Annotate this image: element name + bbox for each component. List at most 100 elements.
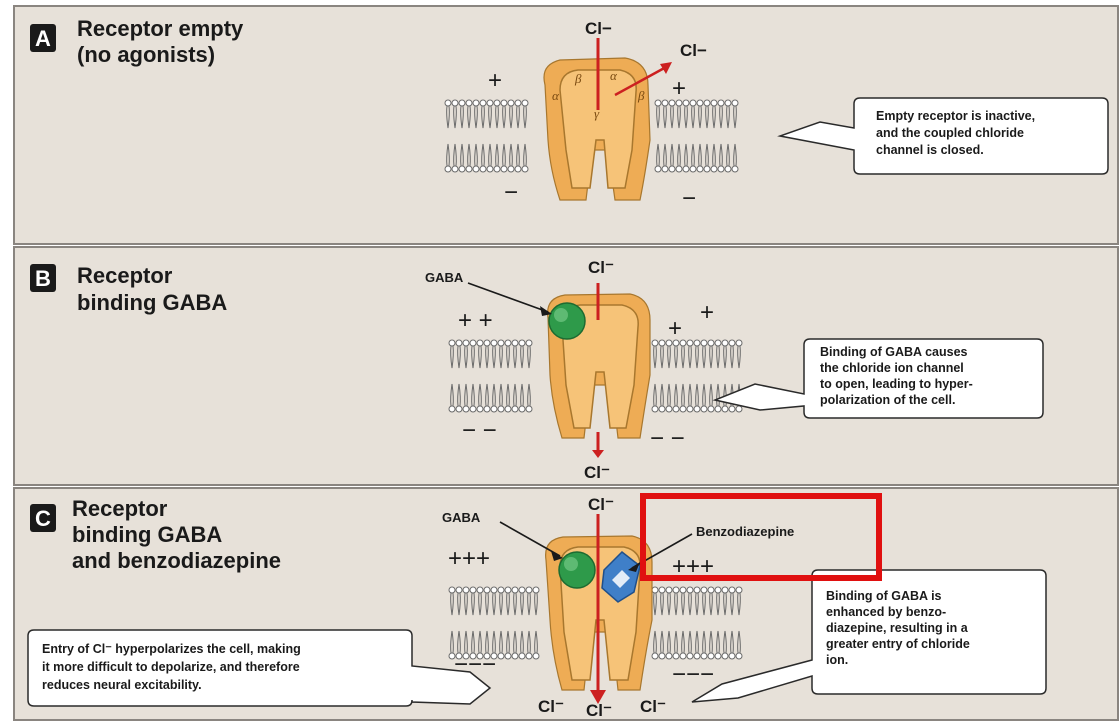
subunit-beta-2: β — [637, 88, 645, 103]
lipid-head — [512, 587, 518, 593]
lipid-head — [673, 406, 679, 412]
lipid-head — [463, 406, 469, 412]
lipid-head — [498, 406, 504, 412]
panel-c-cl-label-bottom-left: Cl⁻ — [538, 697, 564, 716]
lipid-head — [683, 166, 689, 172]
lipid-head — [519, 653, 525, 659]
lipid-head — [470, 340, 476, 346]
lipid-head — [449, 406, 455, 412]
lipid-head — [445, 100, 451, 106]
lipid-head — [484, 587, 490, 593]
panel-a-title-line-2: (no agonists) — [77, 42, 215, 67]
panel-b-cl-label-top: Cl⁻ — [588, 258, 614, 277]
lipid-head — [477, 340, 483, 346]
lipid-head — [725, 166, 731, 172]
lipid-head — [666, 406, 672, 412]
lipid-head — [694, 653, 700, 659]
lipid-head — [662, 166, 668, 172]
panel-c-cl-label-top: Cl⁻ — [588, 495, 614, 514]
lipid-head — [659, 587, 665, 593]
lipid-head — [701, 406, 707, 412]
panel-c-callout-right-line-3: diazepine, resulting in a — [826, 621, 969, 635]
lipid-head — [463, 340, 469, 346]
lipid-head — [694, 587, 700, 593]
lipid-head — [708, 587, 714, 593]
lipid-head — [452, 166, 458, 172]
lipid-head — [729, 340, 735, 346]
lipid-head — [652, 340, 658, 346]
panel-b-callout-line-1: Binding of GABA causes — [820, 345, 968, 359]
lipid-head — [505, 406, 511, 412]
lipid-head — [463, 587, 469, 593]
panel-b: B Receptor binding GABA GABA Cl⁻ Cl⁻ + +… — [14, 247, 1118, 485]
lipid-head — [673, 587, 679, 593]
lipid-head — [459, 166, 465, 172]
lipid-head — [526, 653, 532, 659]
lipid-head — [477, 406, 483, 412]
lipid-head — [515, 166, 521, 172]
gaba-molecule-b — [549, 303, 585, 339]
lipid-head — [697, 166, 703, 172]
lipid-head — [729, 587, 735, 593]
lipid-head — [708, 653, 714, 659]
panel-c-callout-right-line-4: greater entry of chloride — [826, 637, 970, 651]
lipid-head — [498, 340, 504, 346]
lipid-head — [508, 166, 514, 172]
lipid-head — [494, 100, 500, 106]
panel-b-callout-line-3: to open, leading to hyper- — [820, 377, 973, 391]
lipid-head — [680, 653, 686, 659]
lipid-head — [512, 406, 518, 412]
panel-b-title-line-2: binding GABA — [77, 290, 227, 315]
lipid-head — [491, 406, 497, 412]
lipid-head — [697, 100, 703, 106]
panel-c-callout-right-line-2: enhanced by benzo- — [826, 605, 946, 619]
lipid-head — [652, 587, 658, 593]
panel-b-plus-left: + + — [458, 307, 493, 334]
panel-a-title-line-1: Receptor empty — [77, 16, 244, 41]
panel-c-badge-letter: C — [35, 506, 51, 531]
lipid-head — [533, 653, 539, 659]
lipid-head — [680, 406, 686, 412]
lipid-head — [456, 587, 462, 593]
lipid-head — [676, 166, 682, 172]
panel-b-callout-line-4: polarization of the cell. — [820, 393, 955, 407]
panel-b-gaba-label: GABA — [425, 270, 464, 285]
subunit-alpha-1: α — [610, 68, 618, 83]
panel-b-minus-right: − − — [650, 425, 685, 452]
panel-a-callout-line-1: Empty receptor is inactive, — [876, 109, 1035, 123]
lipid-head — [666, 653, 672, 659]
panel-c-callout-right-line-5: ion. — [826, 653, 848, 667]
lipid-head — [505, 340, 511, 346]
lipid-head — [449, 587, 455, 593]
panel-b-plus-right-1: + — [668, 315, 682, 342]
lipid-head — [526, 587, 532, 593]
panel-b-cl-label-bottom: Cl⁻ — [584, 463, 610, 482]
gaba-molecule-c — [559, 552, 595, 588]
lipid-head — [501, 100, 507, 106]
lipid-head — [722, 340, 728, 346]
lipid-head — [659, 653, 665, 659]
gaba-highlight-b — [554, 308, 568, 322]
panel-c-receptor — [546, 514, 652, 704]
panel-c: C Receptor binding GABA and benzodiazepi… — [14, 488, 1118, 720]
lipid-head — [519, 406, 525, 412]
lipid-head — [659, 340, 665, 346]
lipid-head — [526, 340, 532, 346]
lipid-head — [687, 653, 693, 659]
lipid-head — [470, 587, 476, 593]
lipid-head — [466, 100, 472, 106]
lipid-head — [715, 340, 721, 346]
panel-a-cl-label-top: Cl− — [585, 19, 612, 38]
lipid-head — [533, 587, 539, 593]
lipid-head — [701, 653, 707, 659]
lipid-head — [736, 587, 742, 593]
panel-a-minus-right: − — [682, 185, 696, 212]
panel-c-title-line-3: and benzodiazepine — [72, 548, 281, 573]
lipid-head — [711, 100, 717, 106]
panel-c-gaba-label: GABA — [442, 510, 481, 525]
lipid-head — [736, 340, 742, 346]
panel-c-title-line-2: binding GABA — [72, 522, 222, 547]
lipid-head — [491, 587, 497, 593]
lipid-head — [718, 166, 724, 172]
